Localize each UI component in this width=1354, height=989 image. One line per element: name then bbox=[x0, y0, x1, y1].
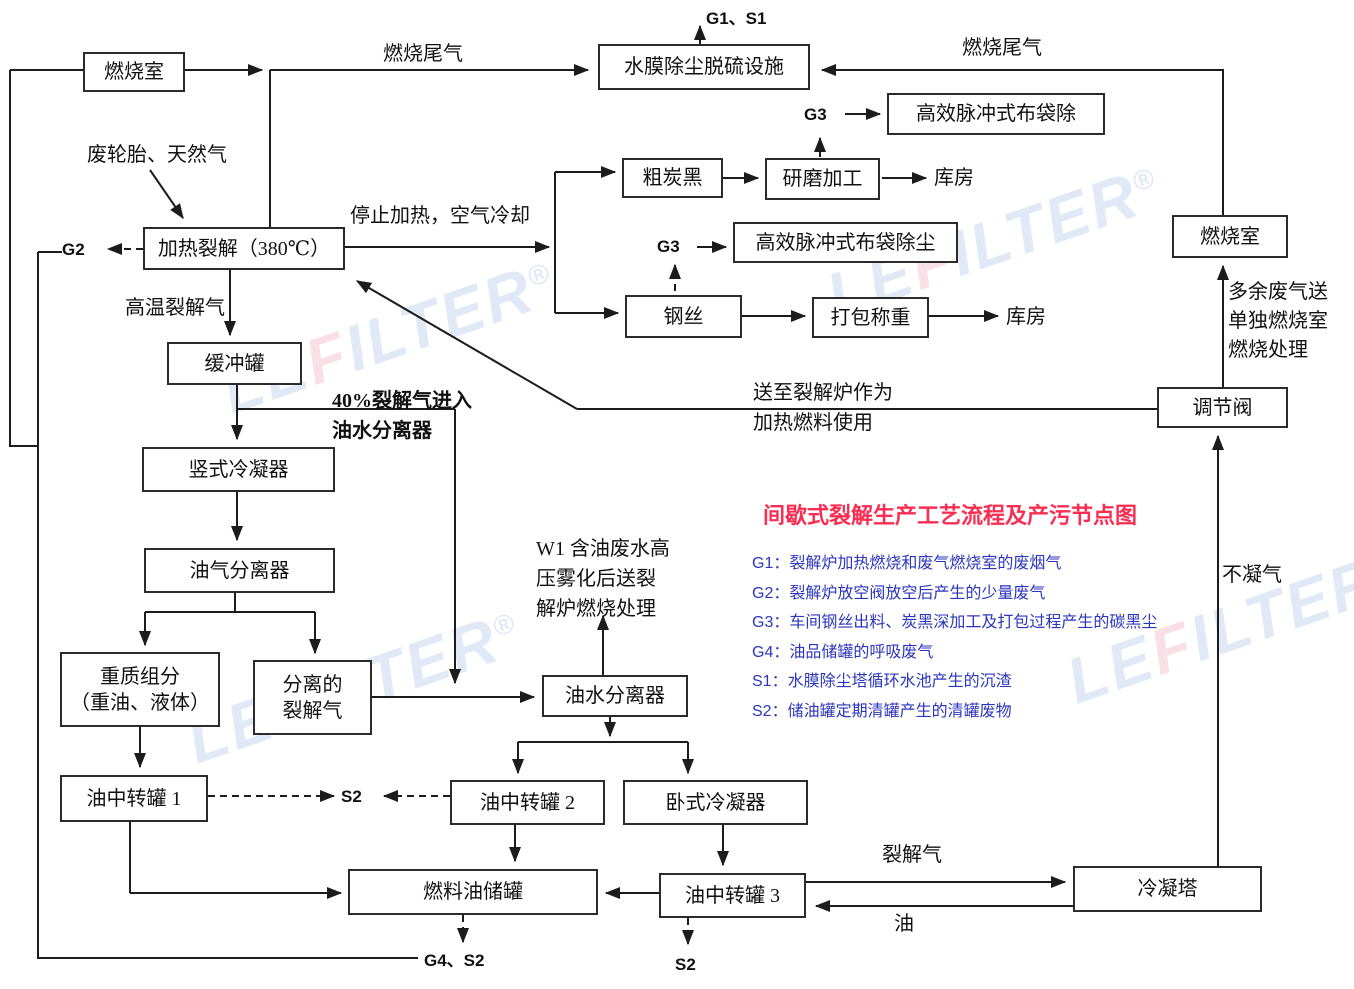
node-combustion-chamber-right: 燃烧室 bbox=[1172, 215, 1288, 258]
node-heating-pyrolysis: 加热裂解（380℃） bbox=[143, 227, 345, 270]
routing-lines bbox=[9, 69, 1157, 959]
label-s2-mid: S2 bbox=[341, 787, 362, 806]
node-oil-water-separator: 油水分离器 bbox=[542, 675, 688, 717]
legend-item-s1: S1：水膜除尘塔循环水池产生的沉渣 bbox=[752, 673, 1012, 690]
label-tail-gas-left: 燃烧尾气 bbox=[383, 43, 463, 65]
label-excess-waste-gas-to-combustion: 多余废气送 单独燃烧室 燃烧处理 bbox=[1228, 281, 1328, 361]
label-pyrolysis-gas: 裂解气 bbox=[882, 844, 942, 866]
node-oil-transfer-tank-2: 油中转罐 2 bbox=[450, 780, 605, 825]
legend-item-g1: G1：裂解炉加热燃烧和废气燃烧室的废烟气 bbox=[752, 555, 1062, 572]
label-g2: G2 bbox=[62, 240, 85, 259]
legend-item-g2: G2：裂解炉放空阀放空后产生的少量废气 bbox=[752, 584, 1046, 602]
legend-item-g3: G3：车间钢丝出料、炭黑深加工及打包过程产生的碳黑尘 bbox=[752, 614, 1158, 631]
pollution-node-legend: G1：裂解炉加热燃烧和废气燃烧室的废烟气 G2：裂解炉放空阀放空后产生的少量废气… bbox=[752, 549, 1157, 726]
label-oil: 油 bbox=[894, 913, 914, 935]
label-g1-s1: G1、S1 bbox=[706, 9, 767, 28]
arrow-wastetires-to-pyrolysis bbox=[149, 169, 184, 219]
label-stop-heating-air-cooling: 停止加热，空气冷却 bbox=[350, 205, 530, 227]
node-pulse-bag-filter-top: 高效脉冲式布袋除 bbox=[887, 93, 1105, 135]
node-horizontal-condenser: 卧式冷凝器 bbox=[623, 780, 808, 825]
label-hot-pyrolysis-gas: 高温裂解气 bbox=[125, 297, 225, 319]
label-warehouse-top: 库房 bbox=[934, 167, 974, 189]
legend-item-g4: G4：油品储罐的呼吸废气 bbox=[752, 643, 934, 661]
node-oil-gas-separator: 油气分离器 bbox=[144, 548, 335, 593]
node-buffer-tank: 缓冲罐 bbox=[167, 342, 302, 385]
label-warehouse-mid: 库房 bbox=[1006, 306, 1046, 328]
node-oil-transfer-tank-3: 油中转罐 3 bbox=[659, 873, 806, 918]
arrow-sendto-to-pyrolysis bbox=[355, 280, 578, 410]
label-waste-tires-natural-gas: 废轮胎、天然气 bbox=[87, 144, 227, 166]
label-g3-mid: G3 bbox=[657, 237, 680, 256]
node-coarse-carbon-black: 粗炭黑 bbox=[622, 158, 723, 198]
label-tail-gas-right: 燃烧尾气 bbox=[962, 37, 1042, 59]
label-w1-oily-wastewater: W1 含油废水高 压雾化后送裂 解炉燃烧处理 bbox=[536, 538, 670, 620]
node-packing-weighing: 打包称重 bbox=[812, 297, 929, 338]
arrow-right-combustion-to-water-film bbox=[820, 64, 1224, 215]
node-separated-pyrolysis-gas: 分离的 裂解气 bbox=[253, 660, 372, 735]
label-40pct-to-oil-water-separator: 40%裂解气进入 油水分离器 bbox=[332, 390, 472, 442]
node-water-film-desulfurization: 水膜除尘脱硫设施 bbox=[598, 44, 810, 90]
node-heavy-component: 重质组分 （重油、液体） bbox=[60, 652, 220, 727]
node-fuel-oil-storage-tank: 燃料油储罐 bbox=[348, 869, 598, 915]
node-combustion-chamber-left: 燃烧室 bbox=[83, 52, 185, 92]
label-s2-bottom: S2 bbox=[675, 955, 696, 974]
node-oil-transfer-tank-1: 油中转罐 1 bbox=[60, 775, 208, 822]
node-steel-wire: 钢丝 bbox=[625, 295, 742, 338]
node-regulating-valve: 调节阀 bbox=[1157, 387, 1288, 428]
label-send-to-pyrolysis-furnace-fuel: 送至裂解炉作为 加热燃料使用 bbox=[753, 382, 893, 434]
node-grinding: 研磨加工 bbox=[765, 158, 880, 200]
label-g3-top: G3 bbox=[804, 105, 827, 124]
label-non-condensable-gas: 不凝气 bbox=[1222, 564, 1282, 586]
legend-item-s2: S2：储油罐定期清罐产生的清罐废物 bbox=[752, 702, 1012, 720]
node-vertical-condenser: 竖式冷凝器 bbox=[142, 447, 335, 492]
node-condensing-tower: 冷凝塔 bbox=[1073, 866, 1262, 912]
diagram-title: 间歇式裂解生产工艺流程及产污节点图 bbox=[763, 503, 1138, 528]
label-g4-s2: G4、S2 bbox=[424, 951, 485, 970]
node-pulse-bag-filter-mid: 高效脉冲式布袋除尘 bbox=[733, 222, 958, 263]
